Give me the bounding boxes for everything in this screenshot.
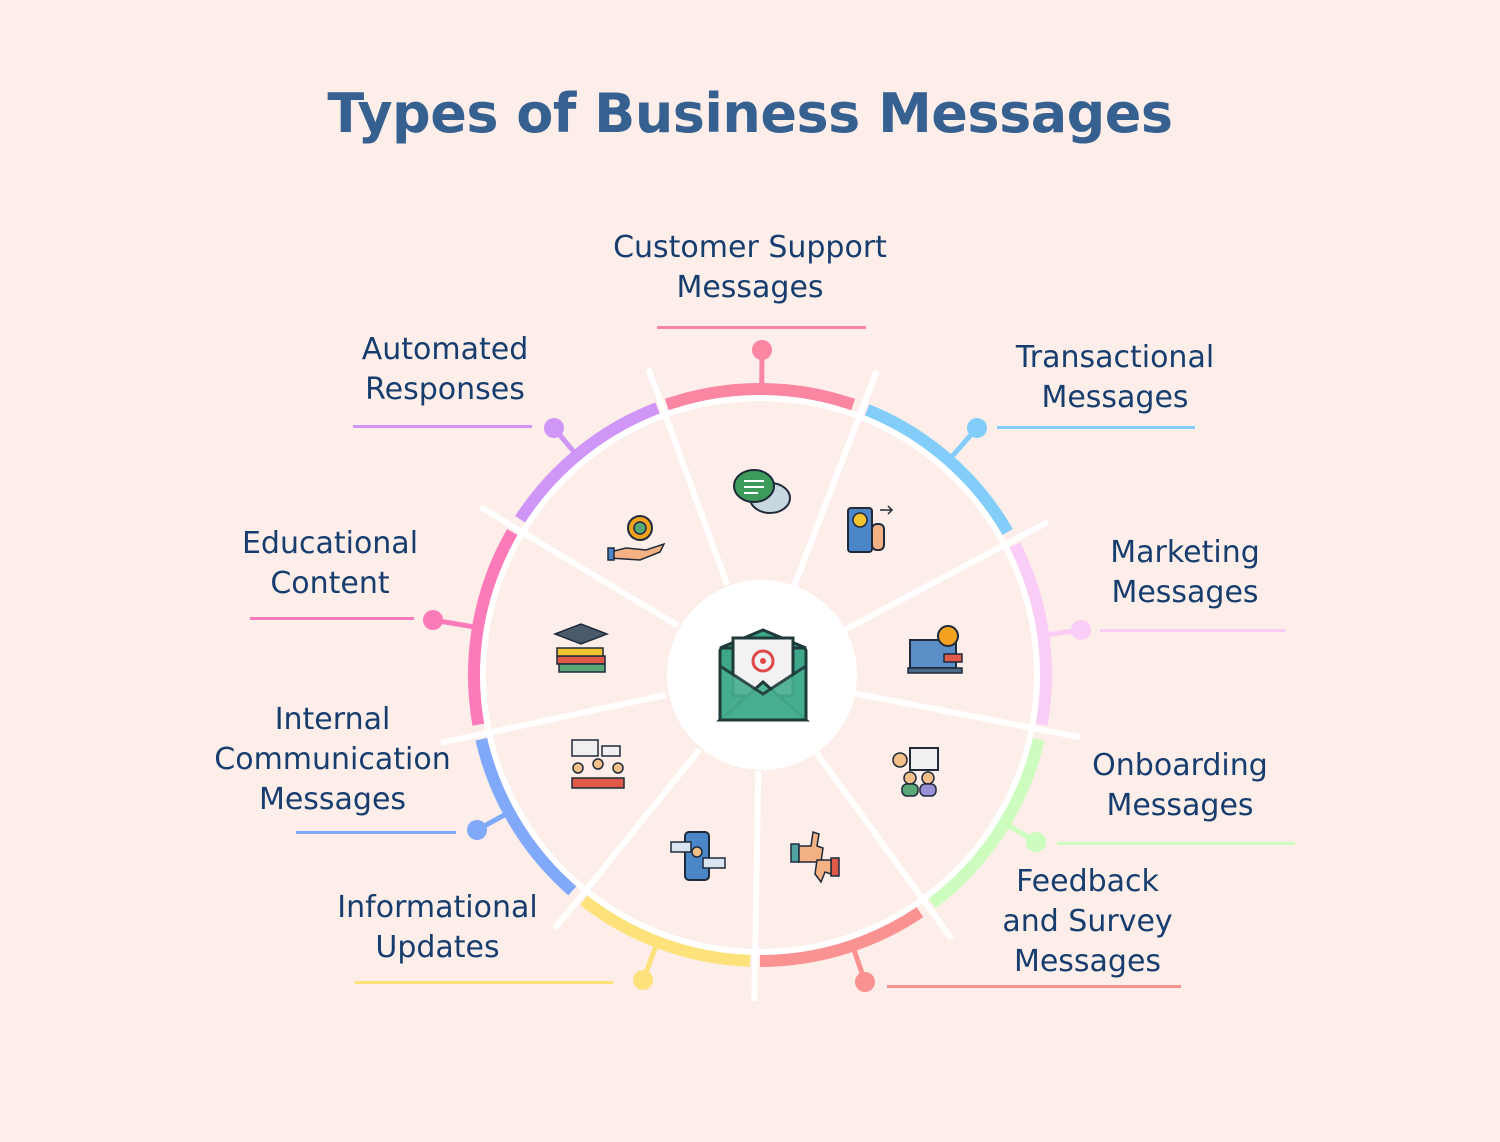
segment-label: Marketing Messages [1110, 535, 1260, 610]
divider-spoke [440, 692, 667, 746]
chat-bubbles-icon [733, 469, 791, 514]
label-underline [1100, 629, 1286, 632]
segment-label: Automated Responses [361, 332, 529, 407]
ring-segment [475, 735, 583, 896]
label-underline [1057, 842, 1295, 845]
envelope-at-icon [716, 628, 810, 722]
connector-dot [855, 972, 875, 992]
gear-hand-icon [607, 515, 666, 561]
ring-segment [922, 735, 1045, 909]
thumbs-up-down-icon [790, 831, 840, 884]
divider-spoke [645, 367, 730, 586]
label-underline [296, 831, 456, 834]
segment-label: Educational Content [241, 526, 419, 601]
connector-dot [423, 610, 443, 630]
connector-dot [1071, 620, 1091, 640]
segment-label: Feedback and Survey Messages [1002, 864, 1173, 979]
team-meeting-icon [571, 739, 625, 789]
ring-segment [664, 383, 856, 420]
ring-segment [759, 898, 924, 967]
divider-spoke [814, 750, 955, 941]
segment-label: Transactional Messages [1015, 340, 1215, 415]
segment-label: Onboarding Messages [1092, 748, 1268, 823]
graduation-books-icon [552, 623, 610, 673]
connector-dot [967, 418, 987, 438]
connector-dot [633, 970, 653, 990]
segment-label: Customer Support Messages [613, 230, 887, 305]
label-underline [657, 326, 866, 329]
connector-dot [544, 418, 564, 438]
digital-marketing-icon [907, 625, 963, 674]
label-underline [887, 985, 1181, 988]
presentation-team-icon [892, 747, 939, 797]
label-underline [353, 425, 532, 428]
connector-dot [752, 340, 772, 360]
label-underline [997, 426, 1195, 429]
segment-label: Internal Communication Messages [214, 702, 451, 817]
mobile-payment-icon [847, 505, 894, 553]
ring-segment [580, 887, 751, 967]
divider-spoke [843, 519, 1050, 633]
divider-spoke [791, 369, 880, 587]
segment-label: Informational Updates [337, 890, 538, 965]
connector-dot [1026, 832, 1046, 852]
ring-segment [1000, 542, 1052, 726]
phone-messages-icon [670, 831, 726, 881]
ring-segment [515, 402, 664, 529]
divider-spoke [552, 747, 702, 931]
divider-spoke [853, 690, 1081, 741]
label-underline [355, 981, 613, 984]
divider-spoke [751, 770, 762, 1002]
label-underline [250, 617, 414, 620]
divider-spoke [479, 504, 680, 629]
ring-segment [861, 404, 1013, 541]
page-title: Types of Business Messages [327, 82, 1173, 145]
ring-segment [468, 529, 527, 726]
connector-dot [467, 820, 487, 840]
